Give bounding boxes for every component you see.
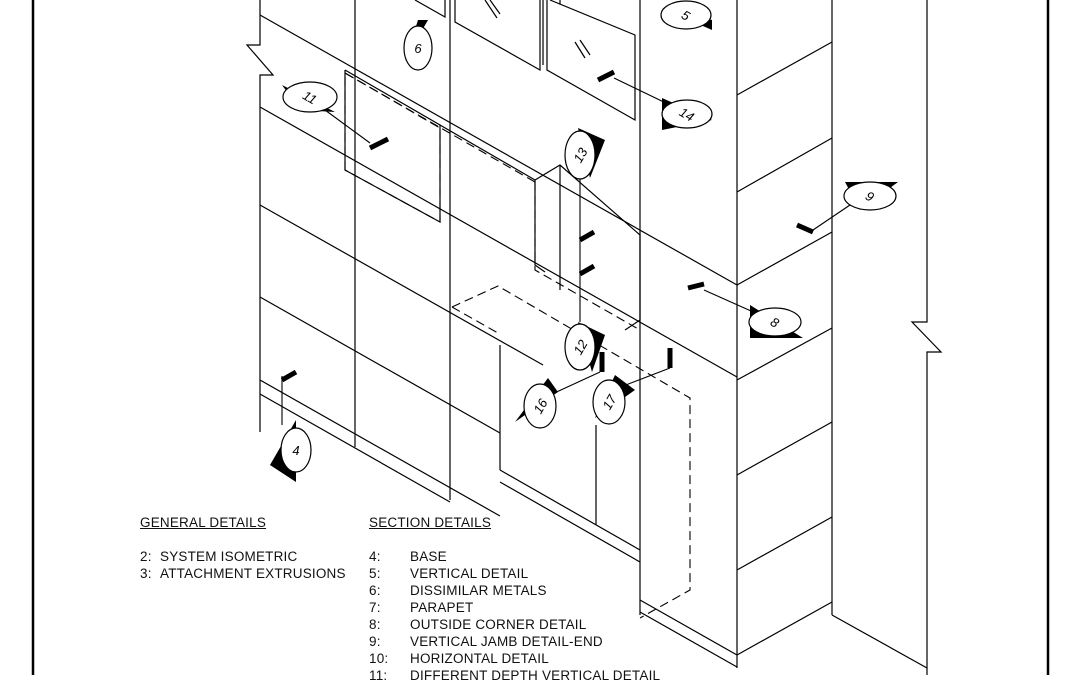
legend-item: 9:VERTICAL JAMB DETAIL-END [369, 634, 603, 649]
section-cut-marks [280, 69, 815, 383]
callout-12[interactable]: 12 [564, 322, 605, 372]
sheet-border [31, 0, 1050, 675]
callout-11[interactable]: 11 [282, 81, 338, 113]
general-details-legend: GENERAL DETAILS 2:SYSTEM ISOMETRIC 3:ATT… [140, 514, 346, 582]
callout-6-label: 6 [414, 41, 422, 56]
leader-lines [281, 77, 851, 425]
callout-5[interactable]: 5 [660, 0, 712, 30]
legend-item: 7:PARAPET [369, 600, 474, 615]
legend-item: 10:HORIZONTAL DETAIL [369, 651, 549, 666]
callout-4-label: 4 [292, 443, 299, 458]
callout-9[interactable]: 9 [843, 181, 898, 211]
general-details-heading: GENERAL DETAILS [140, 515, 267, 530]
hidden-outlines [344, 72, 691, 619]
legend-item: 2:SYSTEM ISOMETRIC [140, 549, 298, 564]
section-details-legend: SECTION DETAILS 4:BASE 5:VERTICAL DETAIL… [369, 514, 660, 684]
facade-panels [245, 0, 943, 675]
legend-item: 3:ATTACHMENT EXTRUSIONS [140, 566, 346, 581]
legend-item: 11:DIFFERENT DEPTH VERTICAL DETAIL [369, 668, 661, 683]
legend-item: 5:VERTICAL DETAIL [369, 566, 529, 581]
callout-4[interactable]: 4 [270, 420, 312, 482]
callout-8[interactable]: 8 [748, 305, 803, 338]
legend-item: 6:DISSIMILAR METALS [369, 583, 547, 598]
callout-16[interactable]: 16 [515, 378, 558, 429]
legend-item: 4:BASE [369, 549, 447, 564]
callout-6[interactable]: 6 [403, 20, 433, 71]
callout-14[interactable]: 14 [661, 98, 713, 130]
callout-13[interactable]: 13 [564, 128, 605, 180]
callout-14-label: 14 [677, 104, 697, 124]
section-details-heading: SECTION DETAILS [369, 515, 492, 530]
callout-11-label: 11 [300, 88, 319, 108]
callout-17[interactable]: 17 [592, 375, 635, 425]
legend-item: 8:OUTSIDE CORNER DETAIL [369, 617, 587, 632]
